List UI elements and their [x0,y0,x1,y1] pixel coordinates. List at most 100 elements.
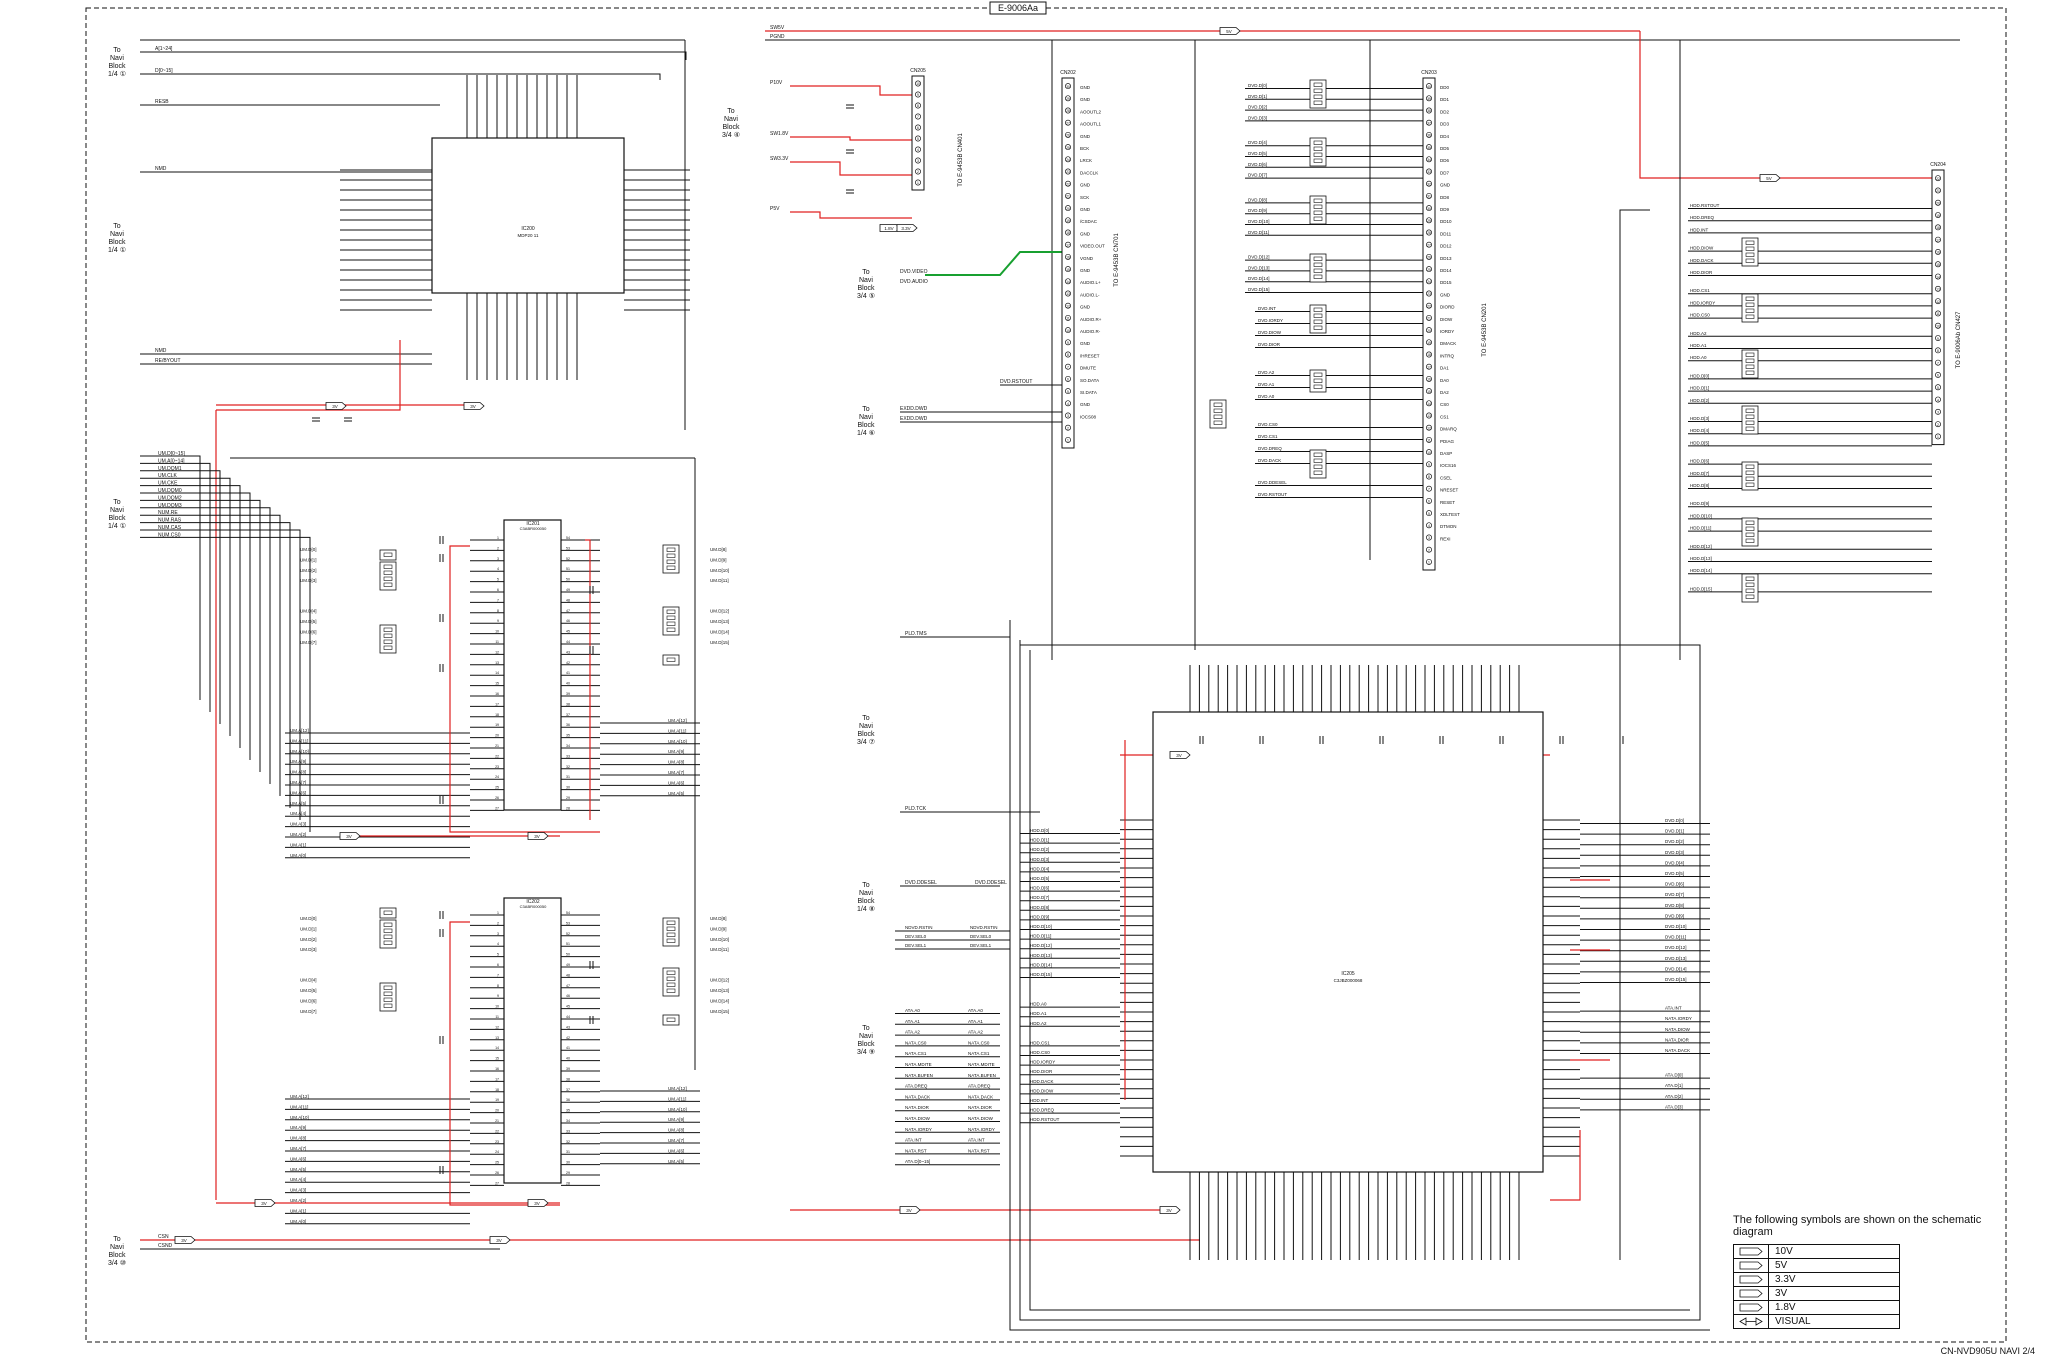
net-label: DEV.SEL0 [970,934,992,939]
net-label: UM.A[6] [290,1156,306,1161]
connector-pin [1426,266,1432,273]
pin-number: 1 [1937,435,1939,439]
net-label: DVD.RSTOUT [1258,492,1287,497]
pin-number: 38 [1427,109,1431,113]
pin-number: 34 [1427,158,1431,162]
pin-number: 46 [566,619,570,623]
connector-pin [1426,363,1432,370]
connector-pin [1426,473,1432,480]
resistor [383,940,393,945]
pin-number: 18 [495,713,499,717]
connector-pin [1426,131,1432,138]
to-navi-block-label: Block [108,515,126,522]
power-rail-tag: 3V [174,1236,196,1244]
legend-label: 1.8V [1775,1302,1796,1313]
connector-pin-label: AUDIO.R+ [1080,317,1102,322]
net-label: NATA.DIOR [905,1105,930,1110]
net-label: A[1~24] [155,46,173,52]
pin-number: 3 [1428,536,1430,540]
connector-pin [1935,408,1941,415]
to-navi-block-label: Navi [859,890,873,897]
resistor [383,922,393,927]
pin-number: 35 [1427,146,1431,150]
net-label: UM.A[12] [290,728,309,733]
bus-d [140,73,661,80]
to-navi-block-label: To [113,499,121,506]
pin-number: 36 [566,723,570,727]
sheet-footer: CN-NVD905U NAVI 2/4 [1941,1346,2035,1356]
rail-3v [216,340,401,411]
to-navi-block-label: To [113,223,121,230]
connector-pin [1426,424,1432,431]
net-label: HDD.DREQ [1030,1108,1055,1113]
net-label: HDD.D[7] [1690,471,1709,476]
resistor-array-ra204 [662,917,680,947]
connector-pin-label: DD6 [1440,158,1449,163]
to-navi-block-label: Navi [110,55,124,62]
connector-pin-label: DA2 [1440,390,1449,395]
net-label: DVD.DREQ [1258,446,1282,451]
connector-pin-label: DD1 [1440,97,1449,102]
net-label: NATA.RST [968,1148,990,1153]
connector-pin-label: DD3 [1440,122,1449,127]
sw33-net [790,161,912,176]
connector-pin [1935,347,1941,354]
pin-number: 8 [1937,349,1939,353]
net-label: NATA.MDITE [968,1062,995,1067]
rail-tag-shape [527,1199,549,1207]
resistor-array-hdd [1741,517,1759,547]
pin-number: 50 [566,578,570,582]
connector-pin-label: AOOUTL1 [1080,122,1102,127]
pin-number: 21 [1936,189,1940,193]
pin-number: 9 [1428,463,1430,467]
net-label: NATA.DACK [968,1094,993,1099]
rail-3v-ic201 [449,545,600,833]
um-bus-wire [140,529,301,820]
net-label: UM.D[0] [300,916,317,921]
connector-pin [1935,335,1941,341]
connector-pin [915,179,921,186]
connector-cn202: 3029282726252423222120191817161514131211… [1061,77,1075,449]
resistor [1745,588,1755,593]
connector-pin [1426,205,1432,212]
connector-pin [1935,175,1941,182]
net-label: UM.D[5] [300,988,317,993]
net-label: DVD.CS0 [1258,422,1278,427]
connector-pin [1065,180,1071,187]
connector-destination: TO E-9453B CN201 [1482,303,1488,357]
connector-pin [1426,327,1432,334]
net-label: ATA.INT [1665,1006,1682,1011]
net-label: DVD.D[2] [1665,839,1684,844]
net-label: UM.DQM0 [158,488,182,494]
legend-row: 3V [1733,1287,1900,1301]
net-label: HDD.DIOR [1690,270,1713,275]
resistor-array-ra209 [379,549,397,561]
pin-number: 27 [495,1181,499,1185]
legend-label: 3V [1775,1288,1788,1299]
resistor [1313,268,1323,273]
connector-pin [1426,497,1432,504]
pin-number: 24 [1427,280,1431,284]
net-label: PLD.TCK [905,806,927,812]
pin-number: 49 [566,588,570,592]
to-navi-block-label: Navi [859,723,873,730]
net-label: DVD.D[10] [1248,219,1270,224]
net-label: UM.A[11] [668,728,686,733]
pin-number: 2 [1067,426,1069,430]
net-label: DVD.D[9] [1248,208,1267,213]
net-label: UM.A[12] [668,1086,687,1091]
connector-pin [915,102,921,109]
pin-number: 31 [566,775,570,779]
connector-pin [1935,224,1941,231]
connector-pin-label: DA0 [1440,378,1449,383]
resistor [666,970,676,975]
net-label: UM.A[3] [290,1188,306,1193]
pin-number: 24 [495,775,499,779]
net-label: ATA.D[2] [1665,1094,1683,1099]
connector-pin-label: DD0 [1440,85,1449,90]
net-label: HDD.D[8] [1030,905,1049,910]
connector-pin [1426,339,1432,346]
connector-pin [1426,510,1432,517]
